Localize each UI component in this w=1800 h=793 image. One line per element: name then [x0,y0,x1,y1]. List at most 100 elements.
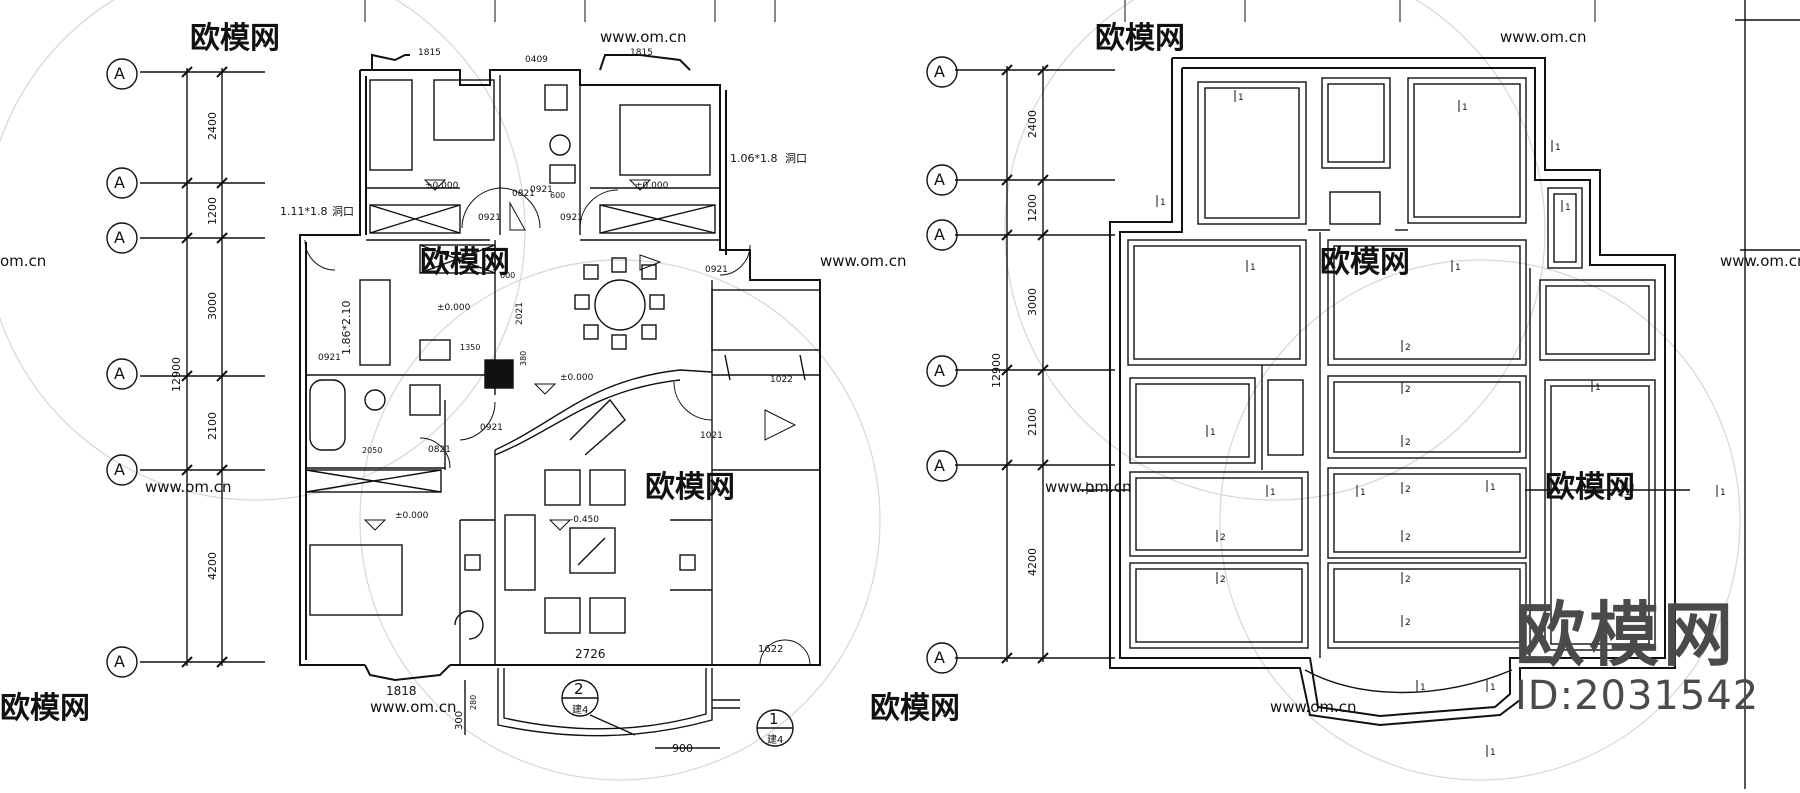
section-mark-label: 2 [1220,533,1226,543]
dimension-label: 3000 [1026,288,1039,316]
door-code: 0921 [318,353,341,363]
total-dimension-label: 12900 [990,353,1003,388]
axis-tag-circle [926,56,958,88]
door-code: 1022 [770,375,793,385]
dimension-label: 2400 [206,112,219,140]
left-plan-level-markers [363,179,797,531]
dimension-label: 1200 [206,197,219,225]
axis-tag-label: A [114,460,125,479]
section-mark-label: 1 [1210,428,1216,438]
axis-tag-circle [106,358,138,390]
detail-callout-sheet: 建4 [572,703,588,716]
left-plan-labels: A A A A A A 2400 1200 3000 2100 4200 129… [114,48,807,755]
bottom-label: 900 [672,742,693,755]
watermark-logo-text: 欧模网 [190,21,280,56]
watermark-layer [0,0,1741,781]
dining-chair [583,324,599,340]
watermark-logo-text: 欧模网 [1545,470,1635,505]
window-note: 1.86*2.10 [340,301,353,355]
dining-chair [611,334,627,350]
dimension-label: 3000 [206,292,219,320]
section-mark-label: 2 [1220,575,1226,585]
section-mark-label: 1 [1250,263,1256,273]
watermark-logo-text: 欧模网 [1320,245,1410,280]
bed [369,79,413,171]
right-plan-dimension-chain [955,64,1115,664]
level-label: -0.450 [570,515,599,525]
section-mark-label: 2 [1405,385,1411,395]
detail-callout-number: 1 [769,710,779,728]
desk [433,79,495,141]
dining-chair [649,294,665,310]
door-code: 0921 [530,185,553,195]
bathtub [309,379,346,451]
axis-tag-label: A [114,228,125,247]
brand-watermark: 欧模网 ID:2031542 [1515,600,1785,716]
axis-tag-label: A [114,64,125,83]
brand-id: ID:2031542 [1515,673,1760,719]
sink [409,384,441,416]
misc-label: 380 [519,351,528,366]
axis-tag-label: A [934,170,945,189]
dining-table [594,279,646,331]
section-mark-label: 2 [1405,343,1411,353]
watermark-logo-text: 欧模网 [645,470,735,505]
lamp [464,554,481,571]
sofa [504,514,536,591]
left-floor-plan [106,0,821,749]
right-plan-labels: A A A A A A 2400 1200 3000 2100 4200 129… [934,62,1039,667]
bottom-label: 2726 [575,647,606,661]
level-label: ±0.000 [635,181,669,191]
axis-tag-circle [106,222,138,254]
left-plan-axis-tags [106,58,138,678]
level-label: ±0.000 [425,181,459,191]
toilet [544,84,568,111]
watermark-circle [359,259,881,781]
watermark-circle [1004,0,1546,501]
watermark-logo-text: 欧模网 [1095,21,1185,56]
section-mark-label: 1 [1625,488,1631,498]
right-plan-grid-ticks [1124,0,1596,22]
dimension-label: 2100 [1026,408,1039,436]
kitchen-counter [359,279,391,366]
axis-tag-label: A [114,652,125,671]
watermark-logo-text: 欧模网 [0,691,90,726]
watermark-url-text: www.om.cn [820,252,907,270]
level-label: ±0.000 [560,373,594,383]
lamp [679,554,696,571]
level-label: ±0.000 [395,511,429,521]
left-plan-grid-ticks [364,0,776,22]
bottom-label: 300 [454,711,465,730]
door-code: 1021 [700,431,723,441]
width-label: 0409 [525,55,548,65]
left-plan-dimension-chain [140,66,265,668]
section-mark-label: 1 [1462,103,1468,113]
axis-tag-circle [926,164,958,196]
armchair [454,610,484,640]
section-mark-label: 2 [1405,618,1411,628]
armchair [589,597,626,634]
bed [309,544,403,616]
door-code: 0821 [512,189,535,199]
section-mark-label: 1 [1595,383,1601,393]
axis-tag-label: A [934,361,945,380]
bed [619,104,711,176]
watermark-url-text: www.om.cn [145,478,232,496]
axis-tag-label: A [114,364,125,383]
section-mark-label: 1 [1630,483,1636,493]
right-plan-balcony-arc [1304,669,1513,694]
misc-label: 1350 [460,343,480,352]
dimension-label: 1200 [1026,194,1039,222]
dining-chair [641,264,657,280]
opening-label: 洞口 [785,152,807,165]
axis-tag-label: A [934,225,945,244]
right-plan-axis-tags [926,56,958,674]
armchair [544,469,581,506]
right-plan-foundation-pads [1127,77,1656,658]
dimension-label: 2400 [1026,110,1039,138]
window-note: 1.11*1.8 [280,205,328,218]
section-mark-label: 1 [1420,683,1426,693]
